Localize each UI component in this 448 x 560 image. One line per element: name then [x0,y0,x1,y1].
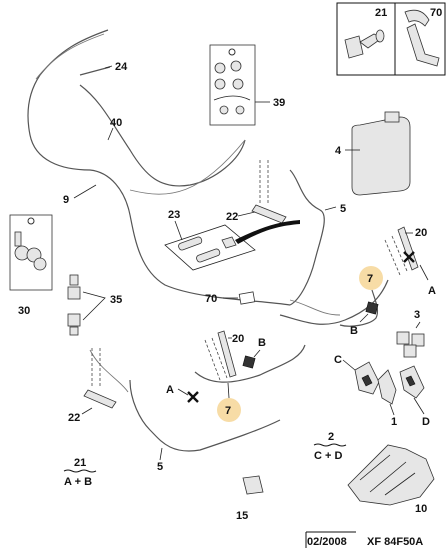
label-39: 39 [273,97,285,109]
label-C: C [334,354,342,366]
bracket-20-center [204,330,237,381]
label-20-right: 20 [415,227,427,239]
label-24: 24 [115,61,128,73]
label-7-right: 7 [367,273,373,285]
bracket-22-upper [251,160,287,224]
legend-2-CD: 2 C + D [313,431,347,462]
label-5-lower: 5 [157,461,163,473]
part-15 [242,475,264,495]
label-D: D [422,416,430,428]
canister-4 [351,111,411,196]
label-B-center: B [258,337,266,349]
label-7-center: 7 [225,405,231,417]
actuators-C-1-D [354,361,425,405]
highlight-7-center [217,398,241,422]
switches-3 [396,331,425,358]
legend-2-bottom: C + D [314,450,342,462]
label-B-right: B [350,325,358,337]
label-A-right: A [428,285,436,297]
legend-21-AB: 21 A + B [63,457,97,488]
label-35: 35 [110,294,122,306]
label-40: 40 [110,117,122,129]
callout-box-21-70 [336,2,446,76]
label-15: 15 [236,510,248,522]
bracket-22-lower [83,348,117,409]
label-20-center: 20 [232,333,244,345]
label-70-lower: 70 [205,293,217,305]
fittings-35 [67,274,81,336]
label-3: 3 [414,309,420,321]
label-22-upper: 22 [226,211,238,223]
label-1: 1 [391,416,397,428]
legend-2-top: 2 [328,431,334,443]
label-30: 30 [18,305,30,317]
kit-23 [164,224,256,271]
underbody-guard-10 [347,444,435,506]
label-A-center: A [166,384,174,396]
label-5-upper: 5 [340,203,346,215]
label-9: 9 [63,194,69,206]
label-70-box: 70 [430,7,442,19]
legend-21-top: 21 [74,457,86,469]
bracket-20-right [384,226,419,276]
label-10: 10 [415,503,427,515]
label-21-box: 21 [375,7,387,19]
footer-ref: XF 84F50A [367,536,423,548]
label-22-lower: 22 [68,412,80,424]
label-23: 23 [168,209,180,221]
kit-30-bag [9,214,53,291]
footer-date: 02/2008 [307,536,347,548]
label-4: 4 [335,145,342,157]
legend-21-bottom: A + B [64,476,92,488]
kit-39-bag [209,44,256,126]
highlight-7-right [359,266,383,290]
